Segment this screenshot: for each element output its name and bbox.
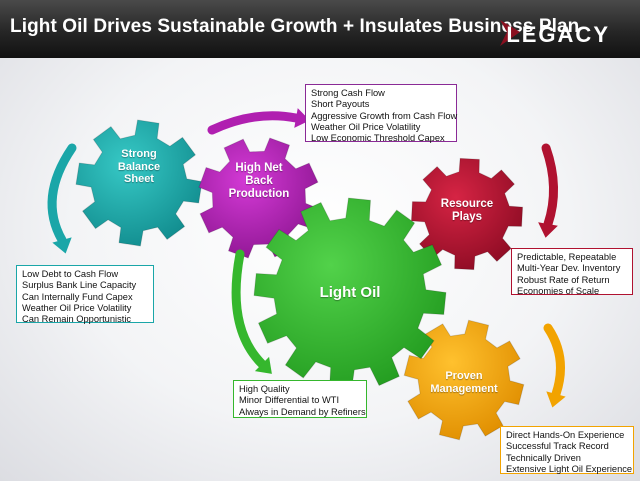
box-line: Always in Demand by Refiners bbox=[239, 406, 366, 417]
gear-strong-balance-sheet bbox=[75, 119, 203, 247]
green-curved-arrow bbox=[231, 249, 272, 374]
resource-plays-box: Predictable, Repeatable Multi-Year Dev. … bbox=[511, 248, 633, 296]
gear-light-oil bbox=[253, 197, 447, 391]
box-line: Extensive Light Oil Experience bbox=[506, 463, 633, 474]
balance-sheet-box: Low Debt to Cash Flow Surplus Bank Line … bbox=[16, 265, 154, 325]
box-line: Predictable, Repeatable bbox=[517, 252, 617, 262]
box-line: Minor Differential to WTI bbox=[239, 395, 340, 406]
management-box: Direct Hands-On Experience Successful Tr… bbox=[500, 426, 634, 474]
gear-light-oil-label: Light Oil bbox=[319, 284, 381, 301]
red-curved-arrow bbox=[538, 143, 559, 238]
box-line: Aggressive Growth from Cash Flow bbox=[311, 110, 458, 121]
cash-flow-box: Strong Cash Flow Short Payouts Aggressiv… bbox=[305, 84, 458, 144]
gear-proven-management-label: Proven Management bbox=[430, 370, 498, 395]
box-line: Low Economic Threshold Capex bbox=[311, 133, 445, 144]
box-line: Short Payouts bbox=[311, 99, 370, 110]
box-line: Weather Oil Price Volatility bbox=[311, 121, 421, 132]
legacy-logo: LEGACY bbox=[506, 22, 610, 47]
box-line: Technically Driven bbox=[506, 452, 581, 463]
box-line: Economies of Scale bbox=[517, 285, 600, 296]
gear-resource-plays-label: Resource Plays bbox=[440, 198, 494, 224]
purple-curved-arrow bbox=[207, 108, 310, 135]
box-line: Multi-Year Dev. Inventory bbox=[517, 263, 621, 274]
light-oil-quality-box: High Quality Minor Differential to WTI A… bbox=[233, 380, 367, 418]
orange-curved-arrow bbox=[543, 323, 566, 408]
slide-title: Light Oil Drives Sustainable Growth + In… bbox=[10, 16, 580, 37]
box-line: Successful Track Record bbox=[506, 441, 609, 452]
box-line: Low Debt to Cash Flow bbox=[22, 269, 119, 279]
box-line: Strong Cash Flow bbox=[311, 88, 385, 98]
box-line: High Quality bbox=[239, 384, 290, 394]
diagram-canvas: Strong Balance Sheet High Net Back Produ… bbox=[0, 58, 640, 481]
box-line: Can Remain Opportunistic bbox=[22, 314, 132, 325]
header-bar: Light Oil Drives Sustainable Growth + In… bbox=[0, 0, 640, 58]
box-line: Robust Rate of Return bbox=[517, 274, 610, 285]
box-line: Can Internally Fund Capex bbox=[22, 291, 133, 302]
box-line: Direct Hands-On Experience bbox=[506, 430, 625, 440]
gear-diagram bbox=[47, 108, 566, 441]
box-line: Surplus Bank Line Capacity bbox=[22, 280, 137, 291]
gear-proven-management bbox=[403, 319, 525, 441]
legacy-logo-icon bbox=[500, 20, 520, 46]
gear-strong-balance-sheet-label: Strong Balance Sheet bbox=[117, 148, 161, 186]
gear-high-net-back bbox=[198, 137, 320, 259]
teal-curved-arrow bbox=[47, 143, 77, 254]
box-line: Weather Oil Price Volatility bbox=[22, 302, 132, 313]
gear-high-net-back-label: High Net Back Production bbox=[228, 162, 290, 201]
